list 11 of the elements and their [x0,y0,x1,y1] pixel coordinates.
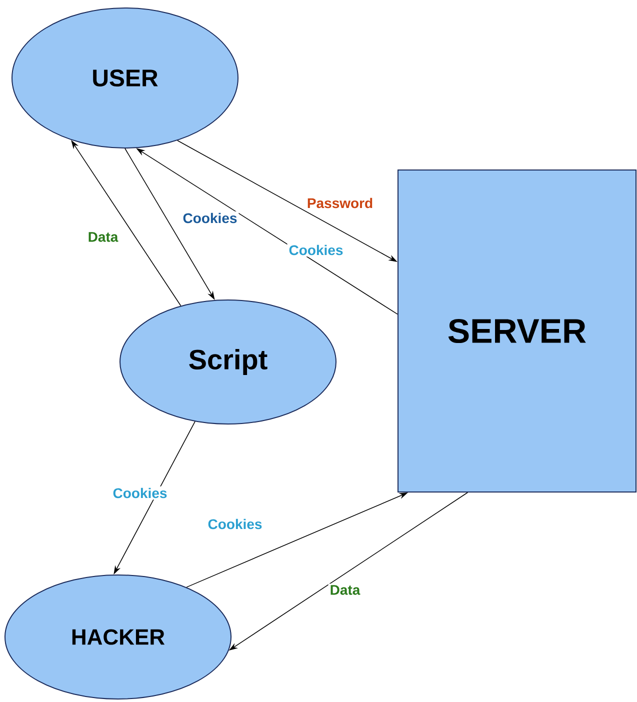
ellipse-node: HACKER [4,574,232,700]
edge-label: Data [86,230,120,244]
ellipse-node: USER [12,8,238,148]
edge-label: Cookies [181,211,239,225]
edge-label: Cookies [206,517,264,531]
ellipse-node: Script [120,300,336,424]
server-box: SERVER [398,170,636,492]
edge-label: Cookies [111,486,169,500]
edge-label: Password [305,196,375,210]
edge-label: Cookies [287,243,345,257]
edge-label: Data [328,584,362,596]
